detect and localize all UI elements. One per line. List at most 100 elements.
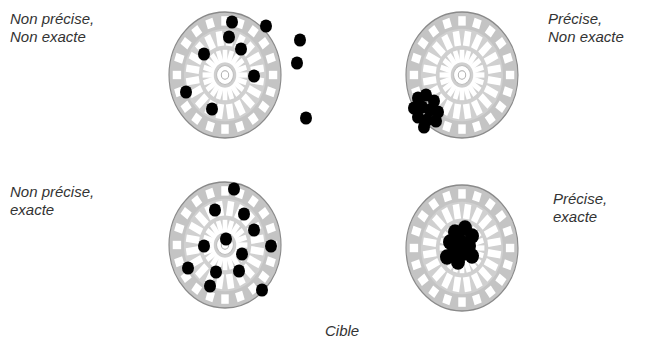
impact-dot	[182, 261, 194, 274]
board-bull	[454, 66, 471, 85]
target-label: Précise, exacte	[553, 190, 633, 226]
board-segment	[473, 72, 484, 77]
board-segment	[423, 76, 437, 86]
board-segment	[191, 195, 202, 208]
impact-dot	[265, 239, 277, 252]
impact-dot	[204, 279, 216, 292]
board-segment	[453, 103, 461, 119]
board-segment	[440, 76, 452, 85]
board-segment	[223, 220, 228, 233]
impact-dot	[291, 56, 303, 69]
impact-dot	[238, 207, 250, 220]
board-segment	[460, 88, 465, 101]
board-segment	[174, 53, 184, 64]
impact-dots	[440, 220, 479, 269]
board-segment	[428, 25, 439, 38]
board-segment	[226, 201, 234, 217]
board-segment	[472, 191, 482, 203]
board-segment	[442, 121, 452, 133]
board-segment	[506, 244, 514, 252]
board-ring	[438, 48, 487, 103]
impact-dot	[440, 249, 454, 264]
board-segment	[485, 25, 496, 38]
board-bull	[217, 66, 234, 85]
board-segment	[418, 210, 429, 222]
board-segment	[226, 256, 234, 270]
board-segment	[453, 50, 461, 64]
board-segment	[235, 235, 247, 244]
board-segment	[247, 52, 262, 65]
board-segment	[478, 214, 492, 230]
board-segment	[426, 225, 441, 238]
board-segment	[235, 65, 247, 74]
impact-dot	[256, 283, 268, 296]
board-segment	[186, 76, 200, 86]
board-segment	[266, 223, 276, 234]
board-segment	[506, 71, 514, 79]
board-segment	[485, 285, 496, 298]
board-segment	[423, 237, 437, 247]
board-segment	[235, 121, 245, 133]
target-label: Non précise, Non exacte	[10, 10, 105, 46]
board-segment	[471, 273, 483, 289]
board-segment	[487, 237, 501, 247]
board-segment	[226, 273, 234, 289]
board-segment	[471, 34, 483, 50]
board-segment	[191, 112, 202, 125]
impact-dot	[220, 232, 232, 245]
board-segment	[411, 53, 421, 64]
board-segment	[410, 71, 418, 79]
board-segment	[503, 259, 513, 270]
board-segment	[191, 282, 202, 295]
board-segment	[216, 31, 224, 47]
board-segment	[503, 53, 513, 64]
dartboard-body	[169, 182, 281, 308]
board-segment	[471, 100, 483, 116]
board-segment	[441, 273, 453, 289]
board-segment	[484, 225, 499, 238]
board-segment	[191, 25, 202, 38]
dartboard	[169, 182, 281, 308]
board-segment	[442, 18, 452, 30]
board-segment	[503, 226, 513, 237]
board-segment	[487, 76, 501, 86]
board-rim	[406, 185, 518, 311]
board-segment	[458, 16, 465, 25]
board-rim	[169, 182, 281, 308]
board-rim	[406, 12, 518, 138]
board-segment	[487, 64, 501, 74]
impact-dot	[235, 42, 247, 55]
board-segment	[223, 258, 228, 271]
board-segment	[235, 291, 245, 303]
board-segment	[495, 37, 506, 49]
board-segment	[442, 294, 452, 306]
impact-dot	[228, 182, 240, 195]
board-segment	[440, 72, 451, 77]
board-segment	[410, 244, 418, 252]
board-segment	[432, 266, 446, 282]
board-segment	[189, 222, 204, 235]
board-segment	[236, 242, 247, 247]
board-ring	[184, 29, 266, 121]
board-ring	[421, 202, 503, 294]
impact-dot	[465, 248, 479, 263]
board-segment	[453, 276, 461, 292]
impact-dot	[210, 265, 222, 278]
board-segment	[472, 294, 482, 306]
board-segment	[460, 50, 465, 63]
board-segment	[471, 207, 483, 223]
board-segment	[247, 85, 262, 98]
impact-dots	[408, 88, 444, 133]
board-segment	[258, 207, 269, 219]
board-segment	[258, 101, 269, 113]
board-segment	[247, 255, 262, 268]
board-segment	[186, 234, 200, 244]
board-rim	[169, 12, 281, 138]
board-segment	[463, 276, 471, 292]
board-segment	[484, 85, 499, 98]
board-segment	[428, 198, 439, 211]
impact-dot	[223, 30, 235, 43]
board-segment	[463, 31, 471, 47]
board-segment	[248, 112, 259, 125]
